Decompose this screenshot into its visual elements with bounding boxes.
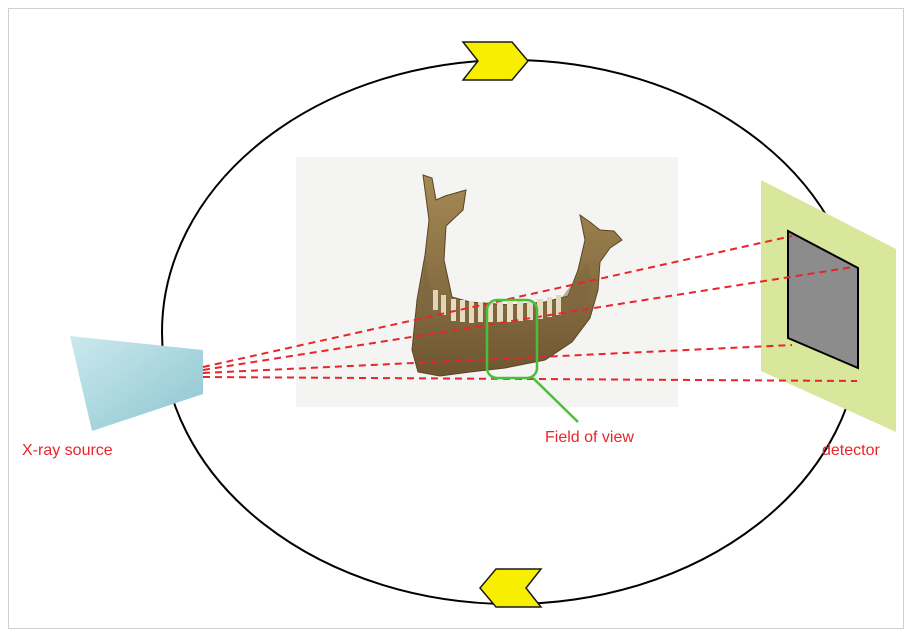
xray-source — [70, 336, 203, 431]
xray-source-label: X-ray source — [22, 442, 113, 460]
field-of-view-label: Field of view — [545, 429, 634, 447]
chevron-left-icon — [480, 569, 541, 607]
detector-label: detector — [822, 442, 880, 460]
